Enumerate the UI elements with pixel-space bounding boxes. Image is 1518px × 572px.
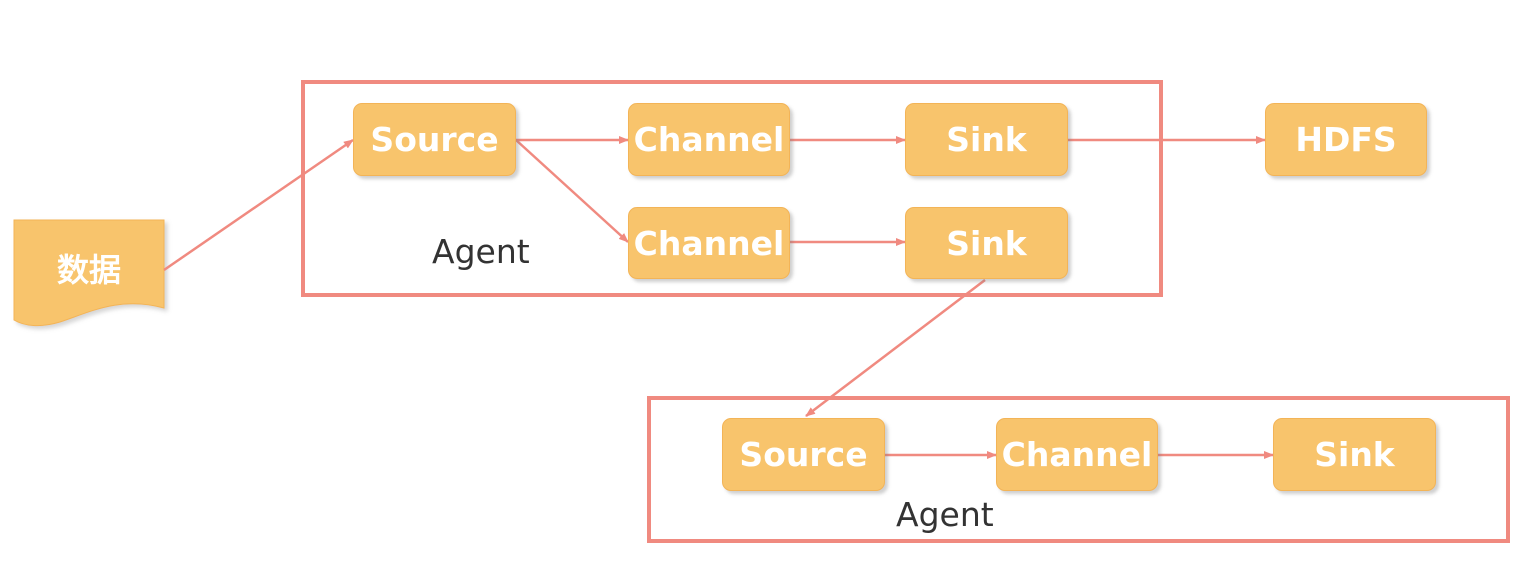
agent-2-box — [647, 396, 1510, 543]
agent-1-sink-node-1: Sink — [905, 103, 1068, 176]
agent-1-box — [301, 80, 1163, 297]
agent-2-label: Agent — [896, 495, 994, 534]
agent-1-channel-node-1: Channel — [628, 103, 790, 176]
agent-1-sink-node-2: Sink — [905, 207, 1068, 279]
agent-2-source-node: Source — [722, 418, 885, 491]
arrow-data-to-source — [163, 138, 354, 272]
agent-2-channel-node: Channel — [996, 418, 1158, 491]
arrow-source-to-channel-2 — [515, 139, 629, 243]
agent-1-source-node: Source — [353, 103, 516, 176]
agent-1-label: Agent — [432, 232, 530, 271]
data-document-shape — [13, 219, 165, 327]
hdfs-node: HDFS — [1265, 103, 1427, 176]
agent-1-channel-node-2: Channel — [628, 207, 790, 279]
agent-2-sink-node: Sink — [1273, 418, 1436, 491]
arrow-sink-2-to-agent-2-source — [805, 279, 986, 417]
data-document-label: 数据 — [56, 251, 121, 289]
